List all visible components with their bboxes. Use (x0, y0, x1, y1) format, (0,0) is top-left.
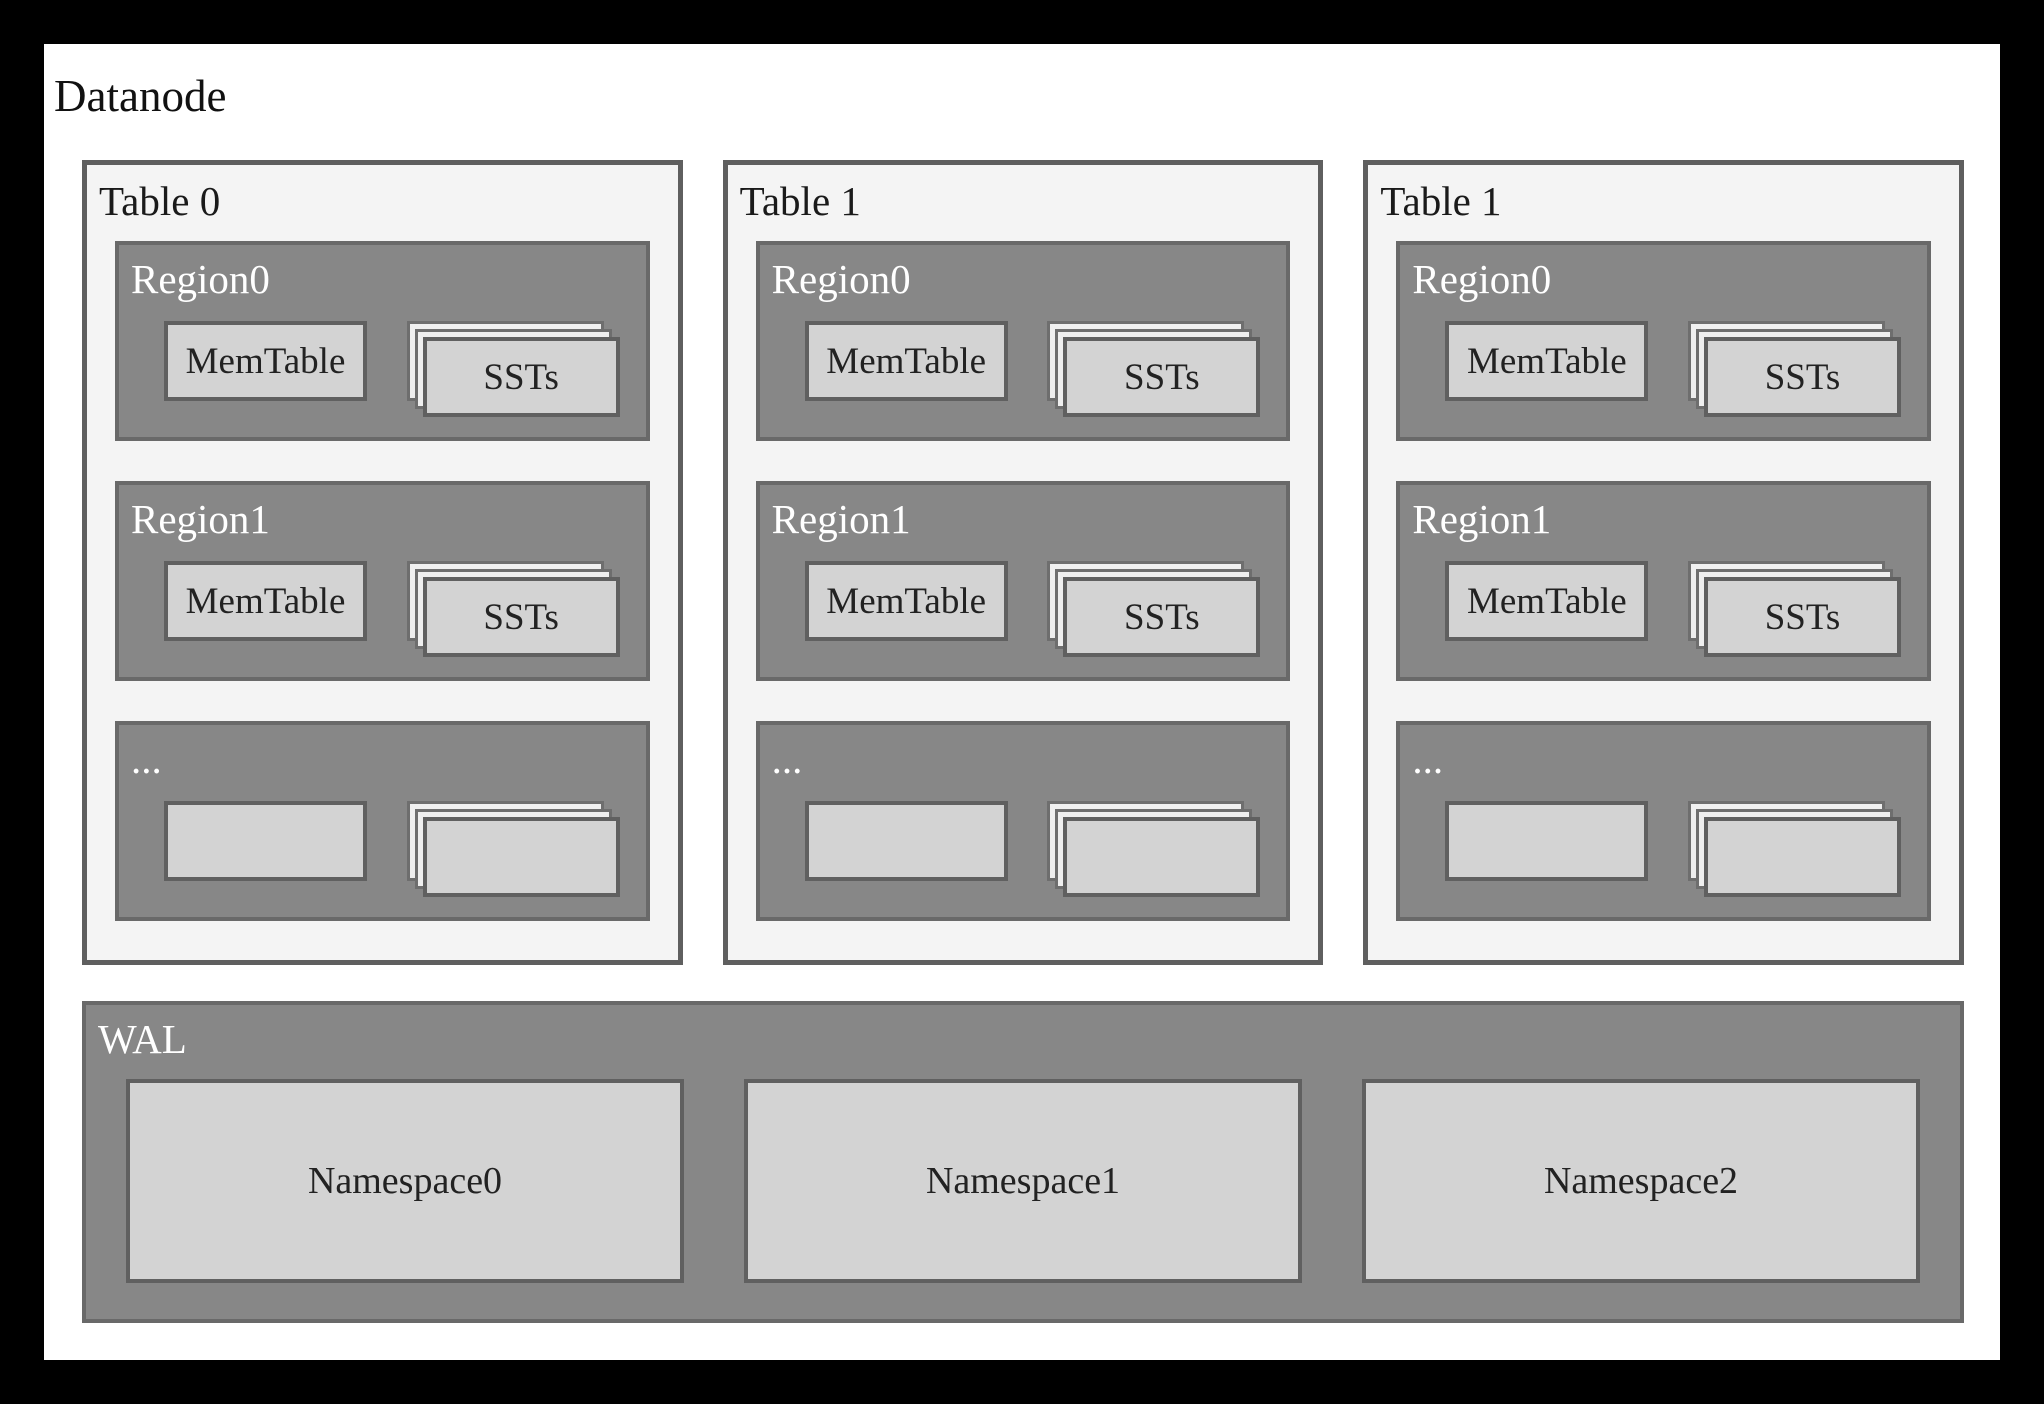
table-panel-0: Table 0 Region0 MemTable SSTs Region1 (82, 160, 683, 965)
region-ellipsis: ... (755, 721, 1291, 921)
memtable-box: MemTable (804, 321, 1008, 401)
region-label: Region0 (131, 256, 270, 302)
namespace-1: Namespace1 (744, 1079, 1302, 1283)
region-content: MemTable SSTs (760, 321, 1287, 418)
datanode-canvas: Datanode Table 0 Region0 MemTable SSTs (44, 44, 2000, 1360)
table-panel-2: Table 1 Region0 MemTable SSTs Region1 (1363, 160, 1965, 965)
ssts-stack (1047, 801, 1262, 898)
ssts-stack: SSTs (1688, 321, 1903, 418)
ssts-stack (1688, 801, 1903, 898)
ssts-box: SSTs (422, 337, 620, 417)
region-label: Region0 (771, 256, 911, 302)
region-content: MemTable SSTs (760, 561, 1287, 658)
namespace-0: Namespace0 (126, 1079, 684, 1283)
ssts-box-empty (1704, 817, 1902, 897)
memtable-box: MemTable (1445, 561, 1649, 641)
region-0: Region0 MemTable SSTs (755, 241, 1291, 441)
ssts-stack: SSTs (406, 561, 622, 658)
region-label: ... (1412, 736, 1444, 782)
region-content (1400, 801, 1927, 898)
memtable-box-empty (164, 801, 367, 881)
region-label: ... (131, 736, 162, 782)
table-title: Table 0 (99, 178, 221, 224)
region-0: Region0 MemTable SSTs (1396, 241, 1932, 441)
region-1: Region1 MemTable SSTs (1396, 481, 1932, 681)
ssts-box: SSTs (1704, 577, 1902, 657)
ssts-box: SSTs (1704, 337, 1902, 417)
ssts-box: SSTs (1063, 577, 1261, 657)
ssts-stack: SSTs (1047, 561, 1262, 658)
ssts-stack: SSTs (406, 321, 622, 418)
region-content: MemTable SSTs (1400, 321, 1927, 418)
ssts-box-empty (1063, 817, 1261, 897)
region-content: MemTable SSTs (119, 321, 646, 418)
memtable-box: MemTable (164, 321, 367, 401)
memtable-box-empty (1445, 801, 1649, 881)
tables-row: Table 0 Region0 MemTable SSTs Region1 (82, 160, 1965, 965)
memtable-box-empty (804, 801, 1008, 881)
ssts-box: SSTs (422, 577, 620, 657)
region-ellipsis: ... (115, 721, 650, 921)
region-content (119, 801, 646, 898)
namespace-list: Namespace0 Namespace1 Namespace2 (126, 1079, 1920, 1283)
region-1: Region1 MemTable SSTs (755, 481, 1291, 681)
ssts-stack (406, 801, 622, 898)
memtable-box: MemTable (164, 561, 367, 641)
region-0: Region0 MemTable SSTs (115, 241, 650, 441)
page-title: Datanode (54, 71, 227, 121)
table-title: Table 1 (1380, 178, 1502, 224)
wal-box: WAL Namespace0 Namespace1 Namespace2 (82, 1001, 1964, 1323)
region-ellipsis: ... (1396, 721, 1932, 921)
region-label: Region1 (771, 496, 911, 542)
region-label: Region1 (131, 496, 270, 542)
wal-label: WAL (98, 1016, 187, 1062)
memtable-box: MemTable (1445, 321, 1649, 401)
table-panel-1: Table 1 Region0 MemTable SSTs Region1 (722, 160, 1324, 965)
region-content (760, 801, 1287, 898)
namespace-2: Namespace2 (1362, 1079, 1920, 1283)
ssts-box: SSTs (1063, 337, 1261, 417)
region-label: ... (771, 736, 803, 782)
region-label: Region1 (1412, 496, 1552, 542)
ssts-stack: SSTs (1688, 561, 1903, 658)
region-content: MemTable SSTs (119, 561, 646, 658)
ssts-box-empty (422, 817, 620, 897)
region-list: Region0 MemTable SSTs Region1 MemTable (755, 241, 1291, 921)
region-label: Region0 (1412, 256, 1552, 302)
region-list: Region0 MemTable SSTs Region1 MemTable (1396, 241, 1932, 921)
region-1: Region1 MemTable SSTs (115, 481, 650, 681)
ssts-stack: SSTs (1047, 321, 1262, 418)
region-content: MemTable SSTs (1400, 561, 1927, 658)
region-list: Region0 MemTable SSTs Region1 MemTable (115, 241, 650, 921)
memtable-box: MemTable (804, 561, 1008, 641)
table-title: Table 1 (739, 178, 861, 224)
